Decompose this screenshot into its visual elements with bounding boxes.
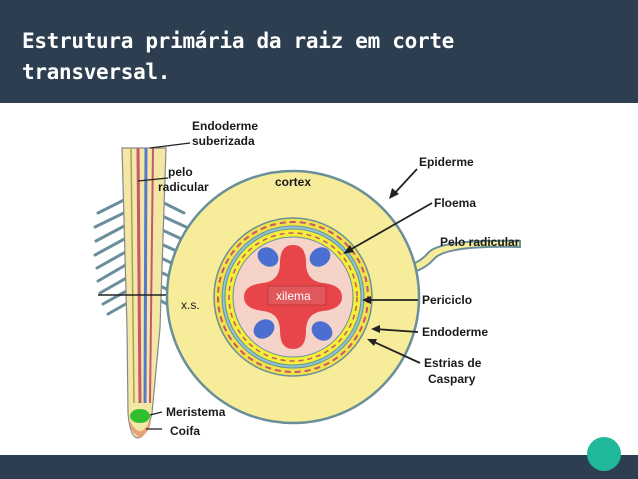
xylem-label-box — [267, 285, 327, 306]
label-coifa: Coifa — [170, 424, 200, 438]
phloem-bundle — [257, 247, 279, 267]
diagram-labels: Endoderme suberizada pelo radicular x.s.… — [158, 119, 520, 438]
vascular-stripe — [136, 147, 142, 404]
root-hairs-left — [93, 196, 133, 316]
label-periciclo: Periciclo — [422, 293, 472, 307]
pointer-lines — [137, 142, 191, 430]
vascular-stripe — [143, 147, 148, 404]
slide-header: Estrutura primária da raiz em corte tran… — [0, 0, 638, 103]
label-estrias-de-caspary: Estrias de — [424, 356, 482, 370]
pericycle-cells — [228, 232, 358, 362]
slide-title: Estrutura primária da raiz em corte tran… — [22, 29, 455, 84]
label-cortex: cortex — [275, 175, 311, 189]
root-cap — [129, 419, 151, 438]
label-pelo-radicular-left: radicular — [158, 180, 209, 194]
label-pelo-radicular: Pelo radicular — [440, 235, 520, 249]
slide-footer — [0, 455, 638, 479]
label-estrias-de-caspary: Caspary — [428, 372, 476, 386]
accent-circle — [587, 437, 621, 471]
label-endoderme-suberizada: suberizada — [192, 134, 255, 148]
label-endoderme: Endoderme — [422, 325, 488, 339]
vascular-stripe — [130, 147, 135, 404]
cross-section — [165, 169, 521, 425]
root-cross-section-diagram: Endoderme suberizada pelo radicular x.s.… — [93, 119, 521, 439]
phloem-bundle — [311, 321, 333, 341]
label-xilema: xilema — [276, 289, 311, 303]
vascular-stripe — [149, 147, 154, 404]
label-pelo-radicular-left: pelo — [168, 165, 193, 179]
casparian-strips — [217, 221, 369, 373]
label-endoderme-suberizada: Endoderme — [192, 119, 258, 133]
phloem-bundle — [253, 319, 275, 339]
label-floema: Floema — [434, 196, 476, 210]
phloem-bundle — [309, 247, 331, 267]
pointer-arrows — [343, 168, 433, 364]
meristem — [130, 409, 150, 423]
label-xs: x.s. — [181, 298, 200, 312]
label-meristema: Meristema — [166, 405, 226, 419]
label-epiderme: Epiderme — [419, 155, 474, 169]
